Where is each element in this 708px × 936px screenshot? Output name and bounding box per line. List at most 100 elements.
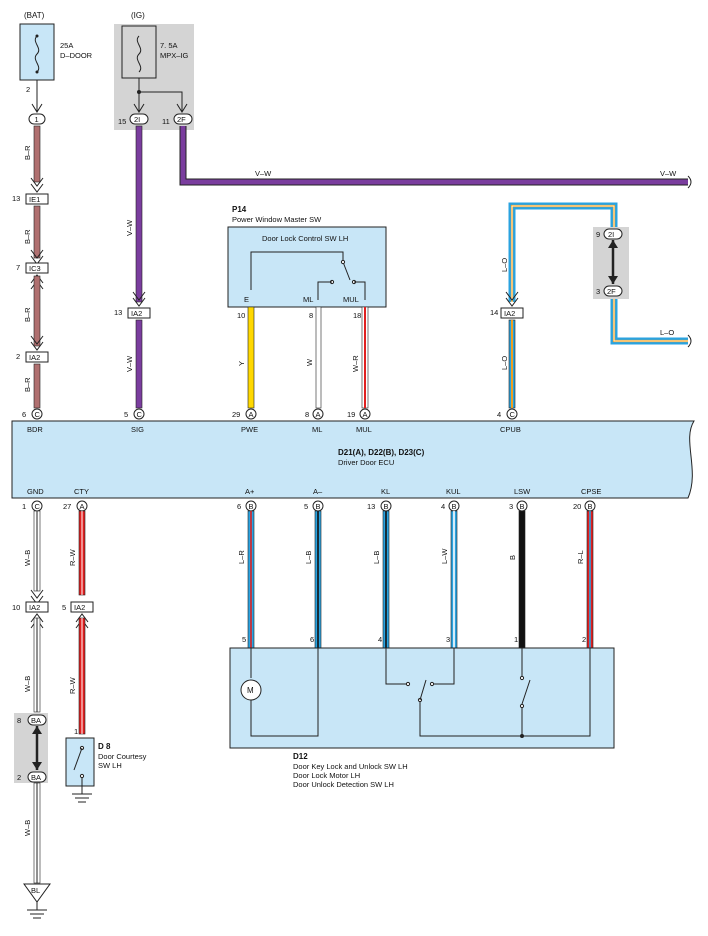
svg-text:E: E <box>244 295 249 304</box>
svg-text:R–W: R–W <box>68 676 77 694</box>
svg-text:11: 11 <box>162 117 170 126</box>
svg-text:2: 2 <box>26 85 30 94</box>
svg-text:10: 10 <box>12 603 20 612</box>
svg-text:Door Lock Motor LH: Door Lock Motor LH <box>293 771 360 780</box>
svg-text:A–: A– <box>313 487 323 496</box>
svg-text:L–O: L–O <box>660 328 674 337</box>
svg-text:B: B <box>452 502 457 511</box>
svg-text:13: 13 <box>367 502 375 511</box>
svg-text:IE1: IE1 <box>29 195 40 204</box>
svg-text:IA2: IA2 <box>74 603 85 612</box>
fuse-mpxig-amp: 7. 5A <box>160 41 178 50</box>
svg-text:2I: 2I <box>134 115 140 124</box>
svg-text:C: C <box>35 502 41 511</box>
svg-text:5: 5 <box>304 502 308 511</box>
svg-text:6: 6 <box>22 410 26 419</box>
svg-text:C: C <box>137 410 143 419</box>
fuse-ddoor-name: D–DOOR <box>60 51 93 60</box>
svg-text:SW LH: SW LH <box>98 761 122 770</box>
svg-text:6: 6 <box>237 502 241 511</box>
svg-text:CTY: CTY <box>74 487 89 496</box>
connector-ia2 <box>500 307 524 319</box>
switch-contact <box>73 747 83 771</box>
switch-contact <box>521 679 531 705</box>
svg-text:15: 15 <box>118 117 126 126</box>
svg-text:B: B <box>588 502 593 511</box>
svg-text:R–L: R–L <box>576 550 585 564</box>
ecu-box <box>11 420 695 499</box>
svg-text:Door Lock Control SW LH: Door Lock Control SW LH <box>262 234 348 243</box>
svg-text:2: 2 <box>16 352 20 361</box>
svg-text:GND: GND <box>27 487 44 496</box>
svg-text:L–R: L–R <box>237 550 246 564</box>
svg-text:CPUB: CPUB <box>500 425 521 434</box>
svg-text:1: 1 <box>35 115 39 124</box>
bat-label: (BAT) <box>24 11 45 20</box>
svg-text:B: B <box>249 502 254 511</box>
arrow-icon <box>32 762 42 770</box>
svg-text:1: 1 <box>514 635 518 644</box>
arrow-icon <box>30 335 44 351</box>
svg-text:19: 19 <box>347 410 355 419</box>
arrow-icon <box>32 726 42 734</box>
svg-text:14: 14 <box>490 308 498 317</box>
wire-break-icon <box>687 334 692 348</box>
wire-break-icon <box>687 175 692 189</box>
svg-text:B: B <box>508 555 517 560</box>
svg-text:MUL: MUL <box>343 295 359 304</box>
svg-text:20: 20 <box>573 502 581 511</box>
arrow-icon <box>133 103 145 113</box>
svg-text:2F: 2F <box>177 115 186 124</box>
fuse-icon <box>136 35 142 73</box>
switch-contact <box>419 679 427 701</box>
wire-br-1 <box>33 125 41 183</box>
svg-text:V–W: V–W <box>125 219 134 236</box>
svg-text:KL: KL <box>381 487 390 496</box>
ground-icon <box>72 793 92 803</box>
svg-text:IA2: IA2 <box>29 603 40 612</box>
svg-text:10: 10 <box>237 311 245 320</box>
svg-text:2: 2 <box>582 635 586 644</box>
svg-text:A: A <box>363 410 368 419</box>
arrow-icon <box>505 291 519 307</box>
wire-y-pwe <box>247 306 255 409</box>
connector-a <box>312 408 324 420</box>
svg-text:Power Window Master SW: Power Window Master SW <box>232 215 322 224</box>
svg-text:L–O: L–O <box>500 356 509 370</box>
svg-text:PWE: PWE <box>241 425 258 434</box>
p14-box <box>227 226 387 308</box>
connector-ia2 <box>25 601 49 613</box>
wire-vw-sig <box>135 125 143 303</box>
svg-text:M: M <box>247 686 254 695</box>
arrow-icon <box>31 103 43 113</box>
svg-text:8: 8 <box>305 410 309 419</box>
svg-text:IC3: IC3 <box>29 264 41 273</box>
connector-ia2 <box>70 601 94 613</box>
svg-text:W–B: W–B <box>23 820 32 836</box>
svg-text:V–W: V–W <box>125 355 134 372</box>
arrow-icon <box>176 103 188 113</box>
arrow-icon <box>132 291 146 307</box>
svg-text:29: 29 <box>232 410 240 419</box>
svg-text:D12: D12 <box>293 752 308 761</box>
wire-br-3 <box>33 275 41 347</box>
svg-text:4: 4 <box>441 502 445 511</box>
svg-text:D 8: D 8 <box>98 742 111 751</box>
svg-text:4: 4 <box>378 635 382 644</box>
svg-text:MUL: MUL <box>356 425 372 434</box>
wire-b-lsw <box>518 510 526 649</box>
wire-w-ml <box>315 306 322 409</box>
svg-text:W: W <box>305 358 314 366</box>
svg-text:B: B <box>520 502 525 511</box>
svg-text:1: 1 <box>22 502 26 511</box>
arrow-icon <box>608 240 618 248</box>
svg-text:CPSE: CPSE <box>581 487 601 496</box>
svg-text:R–W: R–W <box>68 548 77 566</box>
connector-a <box>359 408 371 420</box>
connector-ic3 <box>25 262 49 274</box>
connector-2i <box>603 228 623 240</box>
wire-br-2 <box>33 205 41 259</box>
svg-text:Y: Y <box>237 361 246 366</box>
svg-text:C: C <box>510 410 516 419</box>
wire-vw-sig-2 <box>135 319 143 409</box>
